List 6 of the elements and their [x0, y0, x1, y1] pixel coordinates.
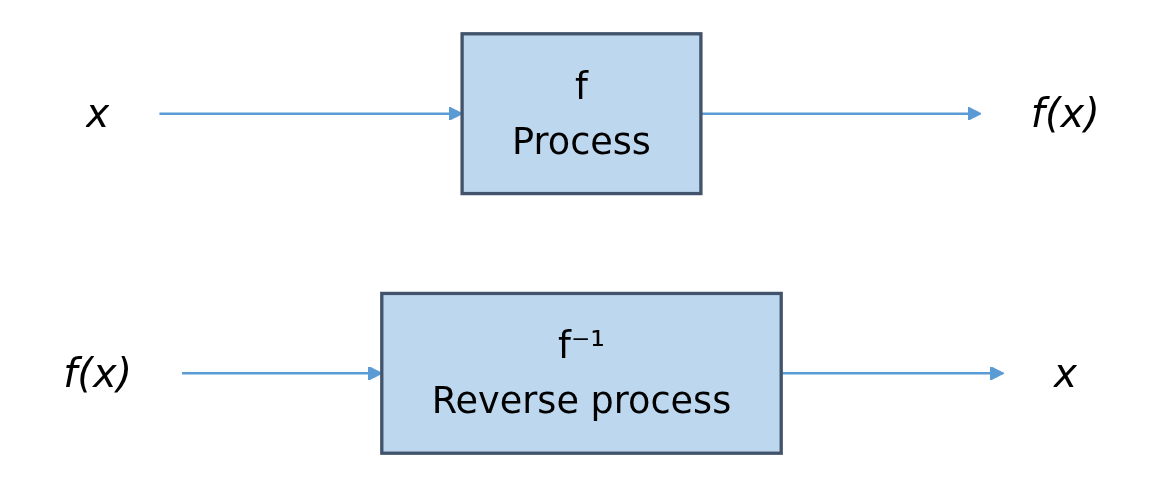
node-box: f⁻¹ Reverse process [380, 291, 783, 455]
node-text: f(x) [1030, 90, 1100, 137]
node-text: x [85, 90, 110, 137]
node-box: f Process [460, 32, 703, 196]
node-text: x [1053, 350, 1078, 397]
node-text: f(x) [63, 350, 133, 397]
